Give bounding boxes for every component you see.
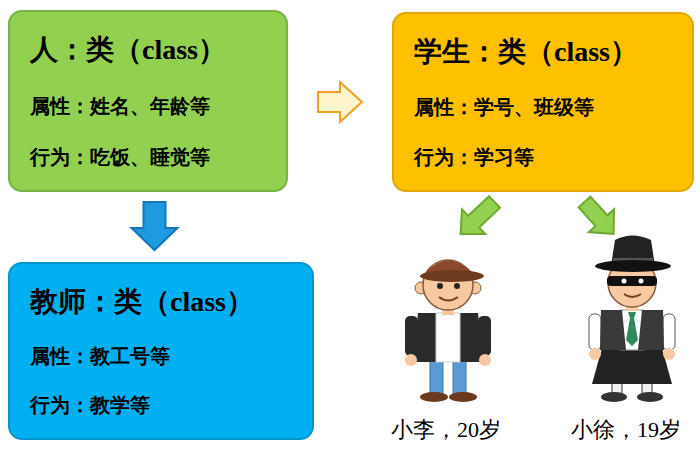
block-arrow — [132, 202, 178, 250]
class-box: 教师：类（class） 属性：教工号等行为：教学等 — [8, 262, 314, 440]
boy-with-mask — [589, 236, 675, 403]
block-arrow — [461, 196, 500, 234]
block-arrow — [318, 82, 362, 122]
class-member: 属性：姓名、年龄等 — [30, 93, 210, 119]
instance-figure: 小徐，19岁 — [556, 238, 696, 445]
class-member: 属性：学号、班级等 — [414, 94, 594, 120]
instance-figure: 小李，20岁 — [378, 238, 514, 445]
class-title: 人：类（class） — [30, 32, 226, 68]
instance-caption: 小徐，19岁 — [571, 416, 681, 445]
class-title: 学生：类（class） — [414, 34, 638, 70]
class-member: 行为：教学等 — [30, 392, 150, 418]
class-member: 属性：教工号等 — [30, 343, 170, 369]
block-arrow — [579, 197, 614, 234]
class-member: 行为：吃饭、睡觉等 — [30, 144, 210, 170]
instance-caption: 小李，20岁 — [391, 416, 501, 445]
class-box: 学生：类（class） 属性：学号、班级等行为：学习等 — [392, 12, 694, 192]
boy-with-cap — [405, 260, 491, 402]
class-title: 教师：类（class） — [30, 284, 254, 320]
class-member: 行为：学习等 — [414, 144, 534, 170]
class-box: 人：类（class） 属性：姓名、年龄等行为：吃饭、睡觉等 — [8, 10, 288, 192]
